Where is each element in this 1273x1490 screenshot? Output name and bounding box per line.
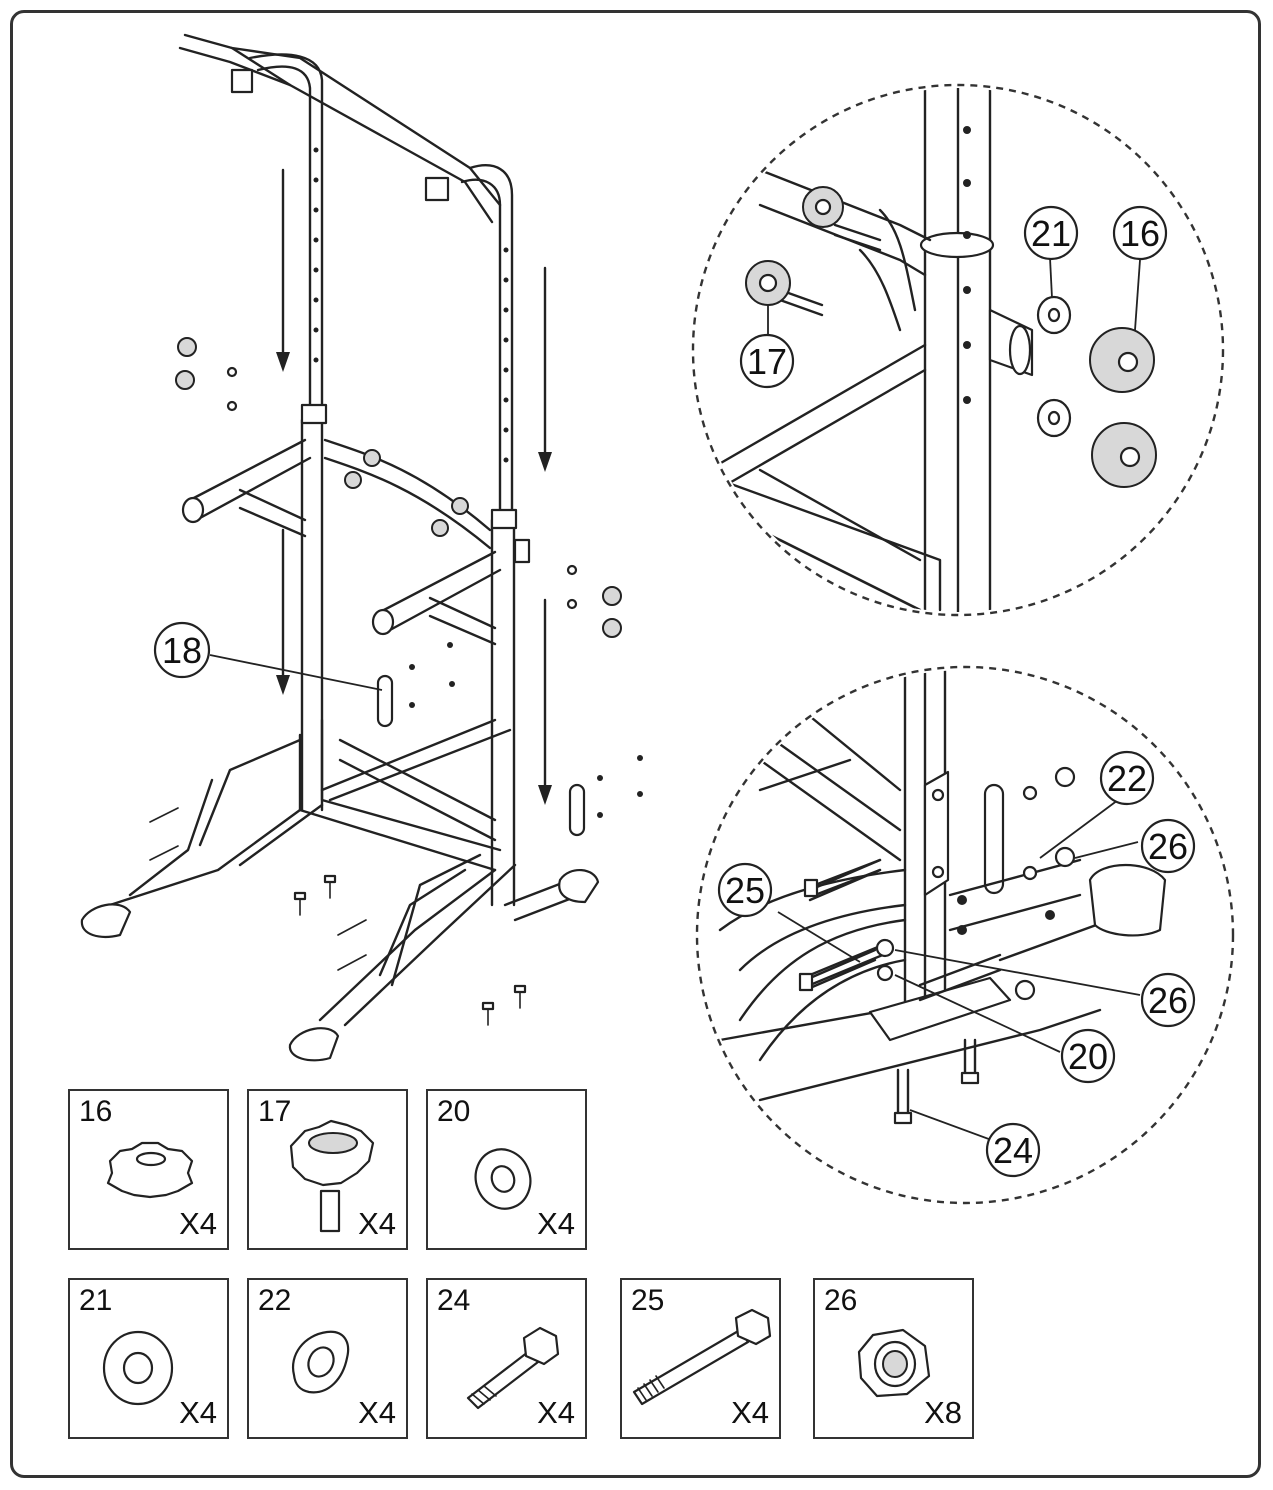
part-card-17: 17 X4 <box>247 1089 408 1250</box>
svg-text:25: 25 <box>725 870 765 911</box>
callout-26-top: 26 <box>1140 818 1196 874</box>
large-washer-icon <box>102 1330 174 1406</box>
insertion-arrows <box>276 168 552 805</box>
part-quantity: X4 <box>358 1206 396 1241</box>
knob-bolt-17-detail <box>745 186 882 317</box>
bolts-main <box>149 807 527 1026</box>
detail-view-top: 21 16 17 <box>691 83 1225 617</box>
svg-text:24: 24 <box>993 1130 1033 1171</box>
part-card-21: 21 X4 <box>68 1278 229 1439</box>
part-number: 24 <box>437 1284 471 1317</box>
power-tower-drawing <box>80 33 643 1062</box>
part-number: 17 <box>258 1095 292 1128</box>
knob-nut-16-detail <box>1089 327 1157 488</box>
svg-text:26: 26 <box>1148 826 1188 867</box>
part-number: 22 <box>258 1284 292 1317</box>
detail-view-bottom: 22 26 25 26 20 24 <box>695 665 1235 1205</box>
part-quantity: X4 <box>179 1206 217 1241</box>
svg-text:26: 26 <box>1148 980 1188 1021</box>
long-bolt-icon <box>632 1308 772 1406</box>
callout-24: 24 <box>985 1122 1041 1178</box>
svg-text:16: 16 <box>1120 213 1160 254</box>
part-number: 16 <box>79 1095 113 1128</box>
part-card-22: 22 X4 <box>247 1278 408 1439</box>
upright-holes <box>313 147 509 463</box>
curved-washer-icon <box>291 1330 350 1394</box>
callout-25: 25 <box>717 862 773 918</box>
part-number: 25 <box>631 1284 665 1317</box>
nut-dots-main <box>409 642 643 818</box>
part-number: 21 <box>79 1284 113 1317</box>
callout-17: 17 <box>739 333 795 389</box>
callout-21: 21 <box>1023 205 1079 261</box>
knob-set-main <box>175 337 622 638</box>
part-number: 20 <box>437 1095 471 1128</box>
part-card-25: 25 X4 <box>620 1278 781 1439</box>
part-card-20: 20 X4 <box>426 1089 587 1250</box>
callout-22: 22 <box>1099 750 1155 806</box>
part-card-16: 16 X4 <box>68 1089 229 1250</box>
part-quantity: X4 <box>537 1206 575 1241</box>
callout-18: 18 <box>153 621 211 679</box>
part-quantity: X4 <box>358 1395 396 1430</box>
part-card-26: 26 X8 <box>813 1278 974 1439</box>
part-quantity: X4 <box>537 1395 575 1430</box>
callout-20: 20 <box>1060 1028 1116 1084</box>
callout-26-bottom: 26 <box>1140 972 1196 1028</box>
flat-washer-icon <box>474 1148 532 1210</box>
part-card-24: 24 X4 <box>426 1278 587 1439</box>
washer-21-detail <box>1036 295 1072 438</box>
knob-bolt-icon <box>289 1119 375 1233</box>
svg-text:22: 22 <box>1107 758 1147 799</box>
svg-text:18: 18 <box>162 630 202 671</box>
bolts-25-detail <box>798 858 882 992</box>
short-bolt-icon <box>466 1326 560 1410</box>
diagram-frame <box>10 10 1261 1478</box>
part-quantity: X4 <box>731 1395 769 1430</box>
svg-text:17: 17 <box>747 341 787 382</box>
nuts-bottom-detail <box>875 766 1076 1001</box>
part-number: 26 <box>824 1284 858 1317</box>
knob-nut-icon <box>106 1141 194 1199</box>
svg-text:20: 20 <box>1068 1036 1108 1077</box>
svg-text:21: 21 <box>1031 213 1071 254</box>
part-quantity: X4 <box>179 1395 217 1430</box>
part-quantity: X8 <box>924 1395 962 1430</box>
callout-16: 16 <box>1112 205 1168 261</box>
bolts-24-detail <box>893 1038 980 1125</box>
lock-nut-icon <box>857 1328 931 1398</box>
